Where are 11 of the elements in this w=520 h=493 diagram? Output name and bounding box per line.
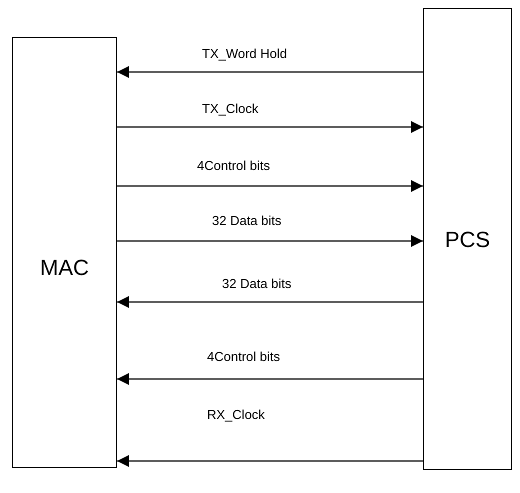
arrow xyxy=(117,180,423,192)
arrow xyxy=(117,66,423,78)
block-label: PCS xyxy=(444,226,490,254)
arrow xyxy=(117,121,423,133)
block-box xyxy=(12,37,117,468)
arrow xyxy=(117,235,423,247)
arrow xyxy=(117,296,423,308)
block-box xyxy=(423,8,512,470)
arrow xyxy=(117,373,423,385)
arrow xyxy=(117,455,423,467)
block-label: MAC xyxy=(40,254,89,282)
